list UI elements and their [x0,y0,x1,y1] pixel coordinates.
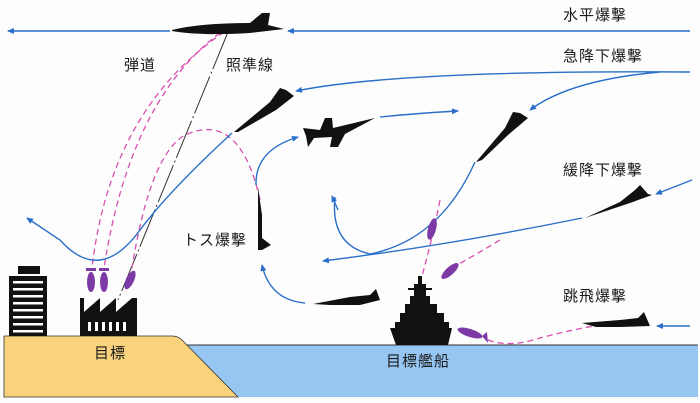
trajectory-glide [451,239,501,269]
aircraft-dive-1-icon [234,88,294,132]
label-trajectory: 弾道 [124,56,157,74]
aircraft-skip-icon [582,312,650,327]
sight-line [117,31,229,301]
aircraft-glide-icon [585,185,652,218]
bomb-icon [86,218,488,343]
label-sight-line: 照準線 [226,56,275,74]
aircraft-toss-level-icon [313,289,380,305]
label-ship-target: 目標艦船 [386,352,451,370]
aircraft-toss-vertical-icon [258,187,271,250]
trajectory-skip [487,324,601,345]
flight-path-toss-entry [260,264,306,304]
factory-icon [80,298,137,336]
flight-path-glide-out [322,217,583,264]
flight-path-dive-out-arrow [331,195,339,211]
label-skip-bombing: 跳飛爆撃 [563,287,628,305]
battleship-icon [390,276,452,345]
label-glide-bombing: 緩降下爆撃 [563,161,644,179]
flight-path-glide-entry [655,179,693,195]
aircraft-dive-2-icon [476,112,528,162]
label-level-bombing: 水平爆撃 [563,6,628,24]
flight-path-dive-entry [529,71,661,111]
sea [170,345,698,397]
trajectory-toss [131,129,261,269]
label-dive-bombing: 急降下爆撃 [563,47,644,65]
flight-path-dive-climb [26,132,233,261]
label-ground-target: 目標 [94,344,127,362]
flight-path-dive-pullout [295,71,691,93]
flight-path-dive-out [333,161,476,255]
land [3,335,239,398]
flight-path-toss-out [379,108,459,118]
label-toss-bombing: トス爆撃 [183,231,248,249]
building-icon [9,266,47,336]
aircraft-toss-climb-icon [303,118,375,147]
flight-path-toss-up [255,135,299,186]
trajectory-dive [421,199,441,277]
aircraft-level-icon [172,13,284,35]
